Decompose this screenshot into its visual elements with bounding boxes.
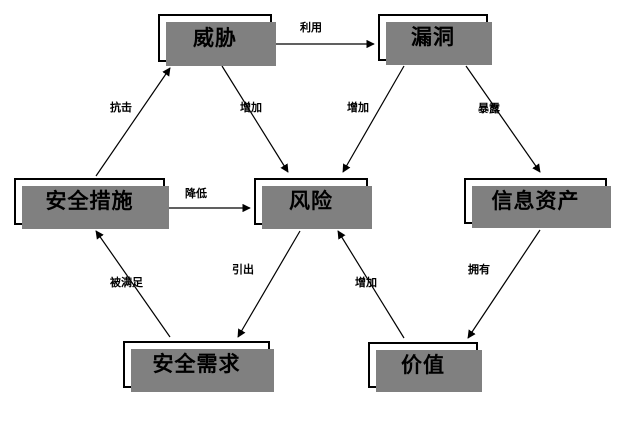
node-security-requirement[interactable]: 安全需求 [123, 341, 274, 392]
node-vulnerability[interactable]: 漏洞 [378, 14, 492, 65]
node-information-asset[interactable]: 信息资产 [464, 178, 611, 228]
edge-label-risk-elicits-requirement: 引出 [232, 263, 254, 276]
edge-label-vulnerability-increases-risk: 增加 [347, 101, 369, 114]
edge-label-measures-reduce-risk: 降低 [185, 187, 207, 200]
edge-vulnerability-increases-risk [342, 65, 405, 173]
edge-vulnerability-exposes-asset [465, 65, 541, 173]
edge-label-measures-resist-threat: 抗击 [110, 101, 132, 114]
edge-requirement-satisfied-by-measures [95, 230, 171, 338]
edge-label-asset-owns-value: 拥有 [468, 263, 490, 276]
node-vulnerability-label: 漏洞 [411, 25, 455, 49]
edge-value-increases-risk [337, 230, 405, 339]
edge-measures-resist-threat [95, 67, 171, 177]
edge-asset-owns-value [467, 229, 541, 339]
node-risk[interactable]: 风险 [254, 178, 372, 229]
node-value[interactable]: 价值 [368, 342, 482, 392]
edge-label-requirement-satisfied-by-measures: 被满足 [110, 276, 143, 289]
edge-risk-elicits-requirement [237, 230, 301, 338]
edge-label-threat-increases-risk: 增加 [240, 101, 262, 114]
edge-label-vulnerability-exposes-asset: 暴露 [478, 102, 500, 115]
edge-label-value-increases-risk: 增加 [355, 276, 377, 289]
node-information-asset-label: 信息资产 [491, 188, 580, 213]
node-threat[interactable]: 威胁 [158, 14, 276, 66]
node-value-label: 价值 [401, 352, 445, 377]
node-security-measures[interactable]: 安全措施 [14, 178, 169, 229]
edge-label-threat-exploits-vulnerability: 利用 [300, 21, 322, 34]
node-security-requirement-label: 安全需求 [152, 352, 241, 376]
node-security-measures-label: 安全措施 [45, 189, 134, 213]
edge-threat-increases-risk [221, 65, 289, 173]
node-risk-label: 风险 [289, 189, 333, 213]
node-threat-label: 威胁 [193, 25, 237, 50]
